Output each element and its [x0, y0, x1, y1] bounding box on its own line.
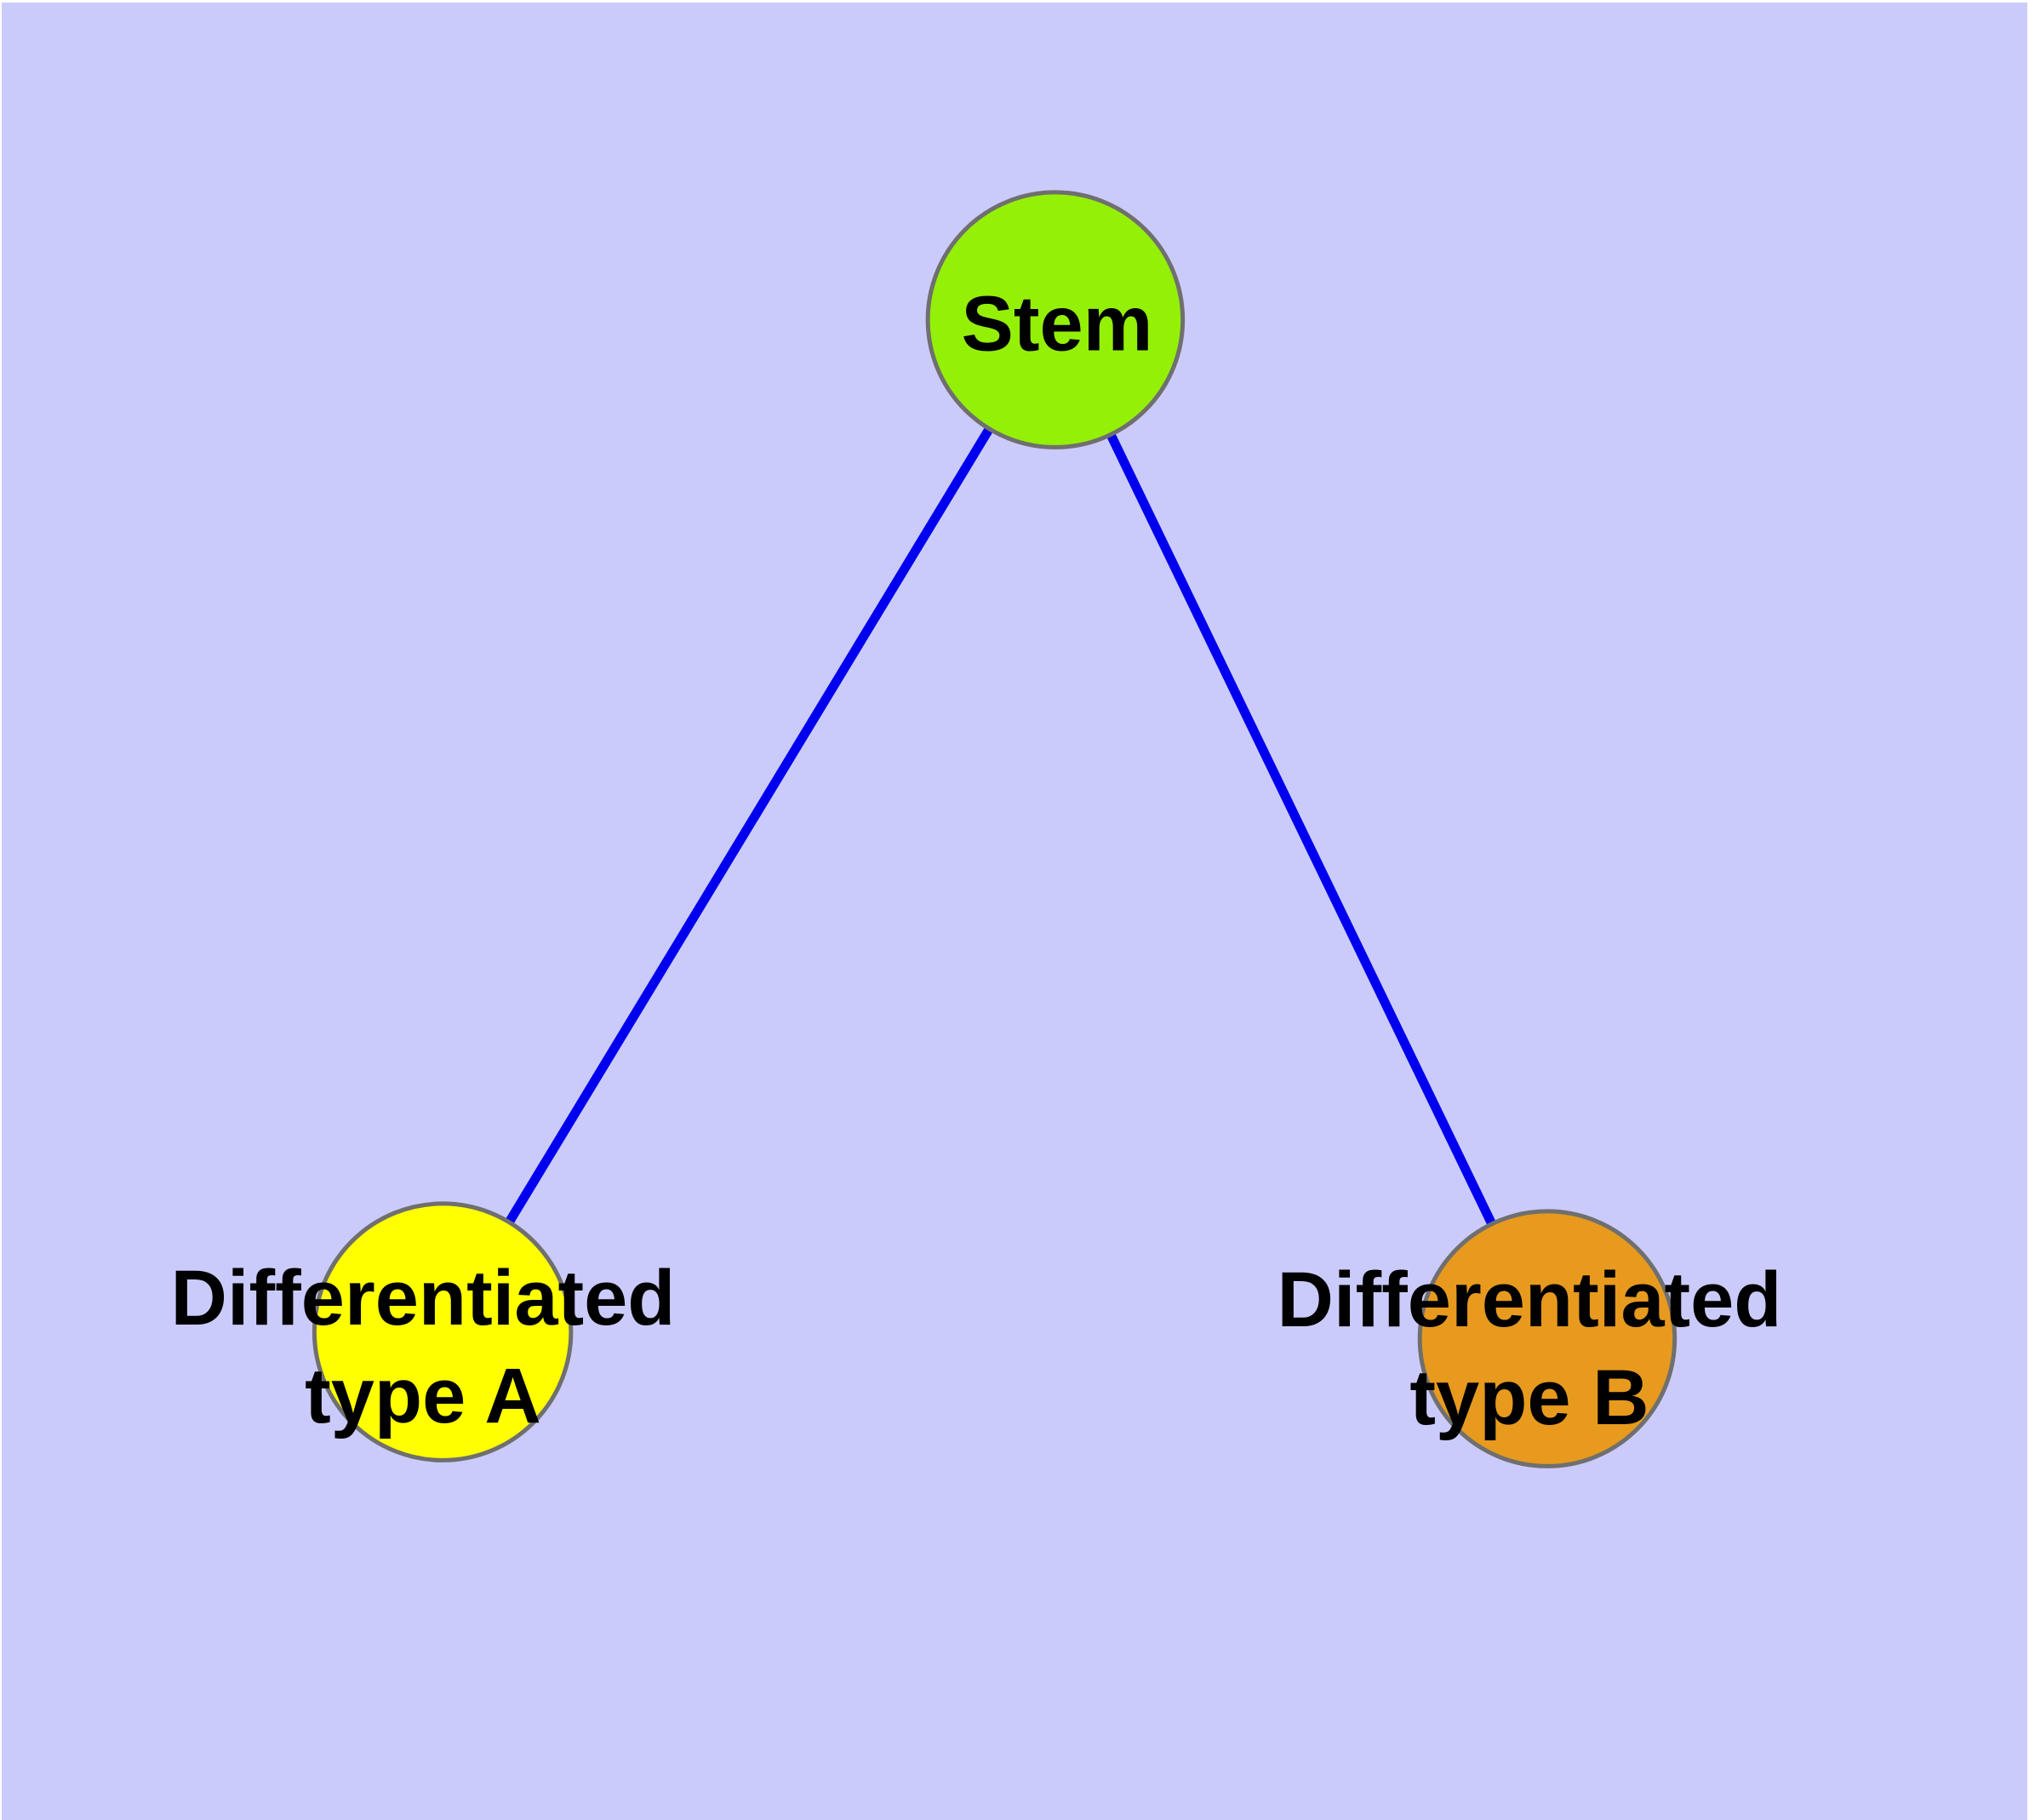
graph-svg [311, 190, 1677, 1468]
node-typeA-label: Differentiated type A [171, 1250, 676, 1445]
label-line: Differentiated [1277, 1256, 1782, 1343]
label-line: Stem [961, 280, 1153, 368]
node-typeB-label: Differentiated type B [1277, 1251, 1782, 1447]
label-line: type A [305, 1353, 541, 1439]
node-typeA-circle [311, 1201, 574, 1462]
node-typeB-circle [1417, 1209, 1677, 1468]
label-line: type B [1409, 1354, 1649, 1441]
node-stem-label: Stem [962, 276, 1153, 374]
edge-stem-to-typeA [438, 317, 1060, 1335]
edge-stem-to-typeB [1050, 318, 1552, 1342]
node-stem-circle [925, 190, 1186, 449]
label-line: Differentiated [170, 1255, 676, 1342]
